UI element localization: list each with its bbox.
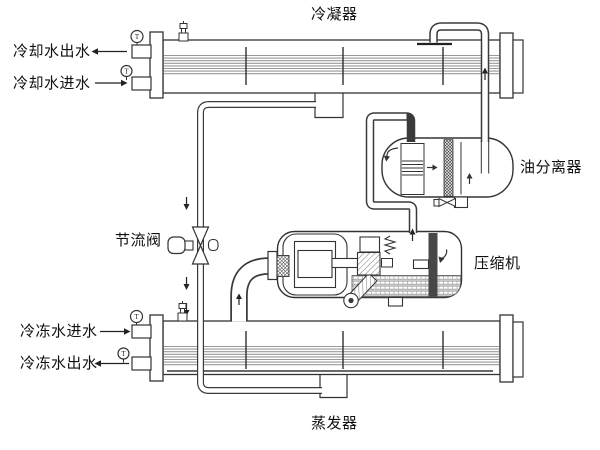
throttle-valve-label: 节流阀	[115, 233, 162, 249]
suction-flange	[267, 250, 278, 281]
spring-icon	[383, 235, 397, 255]
temperature-gauge-icon: T	[120, 64, 133, 80]
suction-screen	[276, 255, 290, 277]
compressor	[276, 230, 463, 309]
motor-rotor	[297, 249, 333, 279]
evaporator-sump	[319, 374, 348, 399]
throttle-valve-stub	[207, 238, 219, 252]
oil-separator-inlet-chamber	[400, 143, 425, 195]
arrow-right-icon	[124, 328, 131, 335]
condenser-tubes	[164, 54, 499, 75]
chilled-water-inlet-label: 冷冻水进水	[20, 324, 98, 340]
evaporator	[131, 314, 524, 399]
discharge-port-stub	[412, 259, 430, 270]
condenser	[131, 31, 524, 119]
temperature-gauge-icon: T	[129, 309, 144, 326]
evaporator-right-cover	[512, 321, 524, 378]
safety-valve-icon	[178, 21, 189, 42]
flow-arrow-up	[409, 228, 416, 241]
temperature-gauge-icon: T	[117, 347, 130, 363]
discharge-baffle	[428, 233, 438, 297]
gauge-letter: T	[135, 33, 140, 41]
gauge-letter: T	[134, 313, 139, 321]
arrow-left-icon	[91, 48, 98, 55]
flow-arrow-down	[183, 277, 190, 290]
cooling-water-inlet-label: 冷却水进水	[13, 76, 91, 92]
arrow-right-icon	[121, 79, 128, 87]
evaporator-shell	[162, 320, 501, 376]
evaporator-label: 蒸发器	[311, 416, 358, 432]
condenser-label: 冷凝器	[311, 7, 358, 23]
arrow-left-icon	[94, 360, 101, 367]
evaporator-left-head	[149, 314, 164, 382]
condenser-right-head	[499, 32, 514, 99]
suction-line	[230, 250, 290, 322]
compressor-foot	[387, 296, 404, 307]
flow-arrow-right	[427, 164, 438, 171]
curved-arrow-icon	[386, 147, 399, 158]
oil-separator	[381, 137, 514, 209]
compressor-label: 压缩机	[474, 256, 521, 272]
oil-separator-label: 油分离器	[520, 160, 583, 176]
drive-shaft	[331, 257, 359, 269]
evaporator-baffles	[245, 331, 444, 369]
condenser-sump	[314, 93, 344, 119]
condenser-outlet-nozzle	[131, 44, 152, 59]
chilled-water-outlet-label: 冷冻水出水	[20, 356, 98, 372]
flow-arrow-up	[466, 173, 473, 184]
condenser-shell	[162, 39, 501, 94]
gauge-letter: T	[121, 350, 126, 358]
valve-block	[359, 236, 381, 253]
evaporator-right-head	[499, 314, 514, 383]
oil-drain-valve-icon	[433, 197, 456, 208]
oil-filter	[343, 272, 378, 309]
flow-arrow-down	[183, 197, 190, 210]
oil-separator-mesh	[443, 139, 454, 197]
condenser-inlet-nozzle	[131, 76, 152, 91]
throttle-valve-handle	[167, 236, 186, 255]
screw-rotor	[356, 251, 381, 276]
safety-valve-icon	[177, 301, 188, 322]
separator-to-condenser-line	[417, 22, 490, 174]
throttle-valve	[167, 226, 219, 265]
condenser-left-head	[149, 31, 164, 99]
oil-drain-stub	[453, 196, 469, 209]
slide-valve	[381, 258, 393, 268]
flow-arrow-up	[236, 293, 242, 305]
cooling-water-outlet-label: 冷却水出水	[13, 44, 91, 60]
condenser-right-cover	[512, 39, 524, 94]
oil-separator-chamber-plates	[402, 160, 423, 176]
condenser-baffles	[245, 47, 444, 85]
label-arrows	[91, 48, 131, 367]
evaporator-outlet-nozzle	[131, 356, 152, 371]
gauge-letter: T	[124, 68, 129, 76]
evaporator-inlet-nozzle	[131, 324, 152, 339]
discharge-line	[365, 112, 418, 241]
flow-arrow-up	[482, 67, 488, 80]
temperature-gauge-icon: T	[130, 29, 144, 46]
